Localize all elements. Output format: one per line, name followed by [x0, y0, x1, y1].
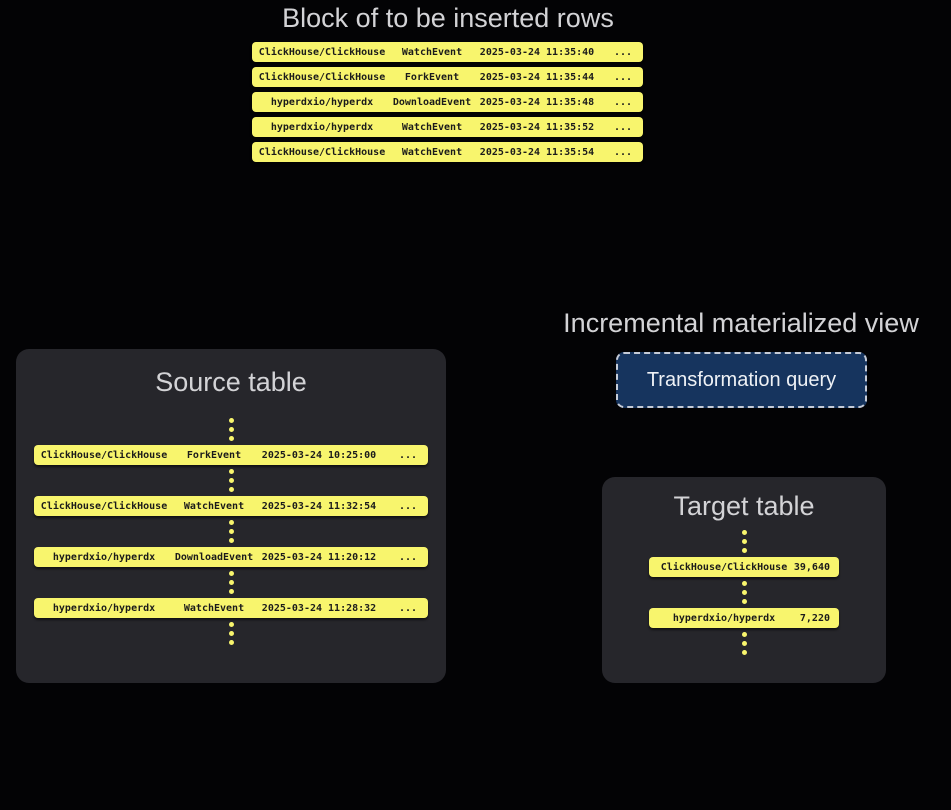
- target-table-box: Target table ClickHouse/ClickHouse 39,64…: [602, 477, 886, 683]
- row-ellipsis: ...: [398, 551, 417, 563]
- row-event: ForkEvent: [404, 71, 460, 83]
- row-repo: hyperdxio/hyperdx: [270, 121, 374, 133]
- row-ellipsis: ...: [613, 71, 632, 83]
- row-timestamp: 2025-03-24 11:20:12: [261, 551, 377, 563]
- ellipsis-dots: [741, 581, 747, 604]
- ellipsis-dots: [228, 622, 234, 645]
- row-event: ForkEvent: [186, 449, 242, 461]
- ellipsis-dots: [228, 469, 234, 492]
- target-table-rows: ClickHouse/ClickHouse 39,640 hyperdxio/h…: [602, 530, 886, 655]
- row-event: DownloadEvent: [392, 96, 472, 108]
- row-ellipsis: ...: [613, 121, 632, 133]
- row-repo: ClickHouse/ClickHouse: [660, 561, 788, 573]
- row-event: WatchEvent: [183, 602, 245, 614]
- row-timestamp: 2025-03-24 11:28:32: [261, 602, 377, 614]
- row-event: DownloadEvent: [174, 551, 254, 563]
- row-event: WatchEvent: [401, 46, 463, 58]
- source-row: ClickHouse/ClickHouse ForkEvent 2025-03-…: [34, 445, 428, 465]
- materialized-view-heading: Incremental materialized view: [563, 308, 919, 338]
- ellipsis-dots: [228, 571, 234, 594]
- row-repo: hyperdxio/hyperdx: [672, 612, 776, 624]
- row-ellipsis: ...: [613, 46, 632, 58]
- row-timestamp: 2025-03-24 11:35:54: [479, 146, 595, 158]
- row-timestamp: 2025-03-24 11:35:48: [479, 96, 595, 108]
- source-table-box: Source table ClickHouse/ClickHouse ForkE…: [16, 349, 446, 683]
- ellipsis-dots: [741, 530, 747, 553]
- row-repo: hyperdxio/hyperdx: [270, 96, 374, 108]
- row-repo: ClickHouse/ClickHouse: [40, 449, 168, 461]
- row-repo: ClickHouse/ClickHouse: [258, 71, 386, 83]
- insert-row: hyperdxio/hyperdx WatchEvent 2025-03-24 …: [252, 117, 643, 137]
- insert-block-rows: ClickHouse/ClickHouse WatchEvent 2025-03…: [252, 42, 643, 162]
- source-table-title: Source table: [155, 367, 307, 397]
- insert-row: ClickHouse/ClickHouse ForkEvent 2025-03-…: [252, 67, 643, 87]
- ellipsis-dots: [228, 520, 234, 543]
- source-row: hyperdxio/hyperdx WatchEvent 2025-03-24 …: [34, 598, 428, 618]
- row-ellipsis: ...: [398, 602, 417, 614]
- row-event: WatchEvent: [401, 121, 463, 133]
- source-table-rows: ClickHouse/ClickHouse ForkEvent 2025-03-…: [16, 418, 446, 645]
- row-repo: hyperdxio/hyperdx: [52, 551, 156, 563]
- insert-row: hyperdxio/hyperdx DownloadEvent 2025-03-…: [252, 92, 643, 112]
- row-timestamp: 2025-03-24 11:35:44: [479, 71, 595, 83]
- insert-row: ClickHouse/ClickHouse WatchEvent 2025-03…: [252, 42, 643, 62]
- target-row: ClickHouse/ClickHouse 39,640: [649, 557, 839, 577]
- source-row: ClickHouse/ClickHouse WatchEvent 2025-03…: [34, 496, 428, 516]
- source-row: hyperdxio/hyperdx DownloadEvent 2025-03-…: [34, 547, 428, 567]
- row-repo: ClickHouse/ClickHouse: [258, 46, 386, 58]
- target-table-title: Target table: [673, 491, 815, 521]
- row-count: 7,220: [799, 612, 830, 624]
- row-repo: hyperdxio/hyperdx: [52, 602, 156, 614]
- insert-row: ClickHouse/ClickHouse WatchEvent 2025-03…: [252, 142, 643, 162]
- row-repo: ClickHouse/ClickHouse: [258, 146, 386, 158]
- row-repo: ClickHouse/ClickHouse: [40, 500, 168, 512]
- row-timestamp: 2025-03-24 10:25:00: [261, 449, 377, 461]
- row-ellipsis: ...: [613, 96, 632, 108]
- row-timestamp: 2025-03-24 11:32:54: [261, 500, 377, 512]
- row-ellipsis: ...: [613, 146, 632, 158]
- insert-block-title: Block of to be inserted rows: [282, 3, 614, 33]
- row-event: WatchEvent: [401, 146, 463, 158]
- ellipsis-dots: [741, 632, 747, 655]
- ellipsis-dots: [228, 418, 234, 441]
- row-ellipsis: ...: [398, 500, 417, 512]
- row-count: 39,640: [793, 561, 830, 573]
- row-timestamp: 2025-03-24 11:35:52: [479, 121, 595, 133]
- row-timestamp: 2025-03-24 11:35:40: [479, 46, 595, 58]
- transformation-query-button[interactable]: Transformation query: [616, 352, 867, 408]
- row-ellipsis: ...: [398, 449, 417, 461]
- target-row: hyperdxio/hyperdx 7,220: [649, 608, 839, 628]
- row-event: WatchEvent: [183, 500, 245, 512]
